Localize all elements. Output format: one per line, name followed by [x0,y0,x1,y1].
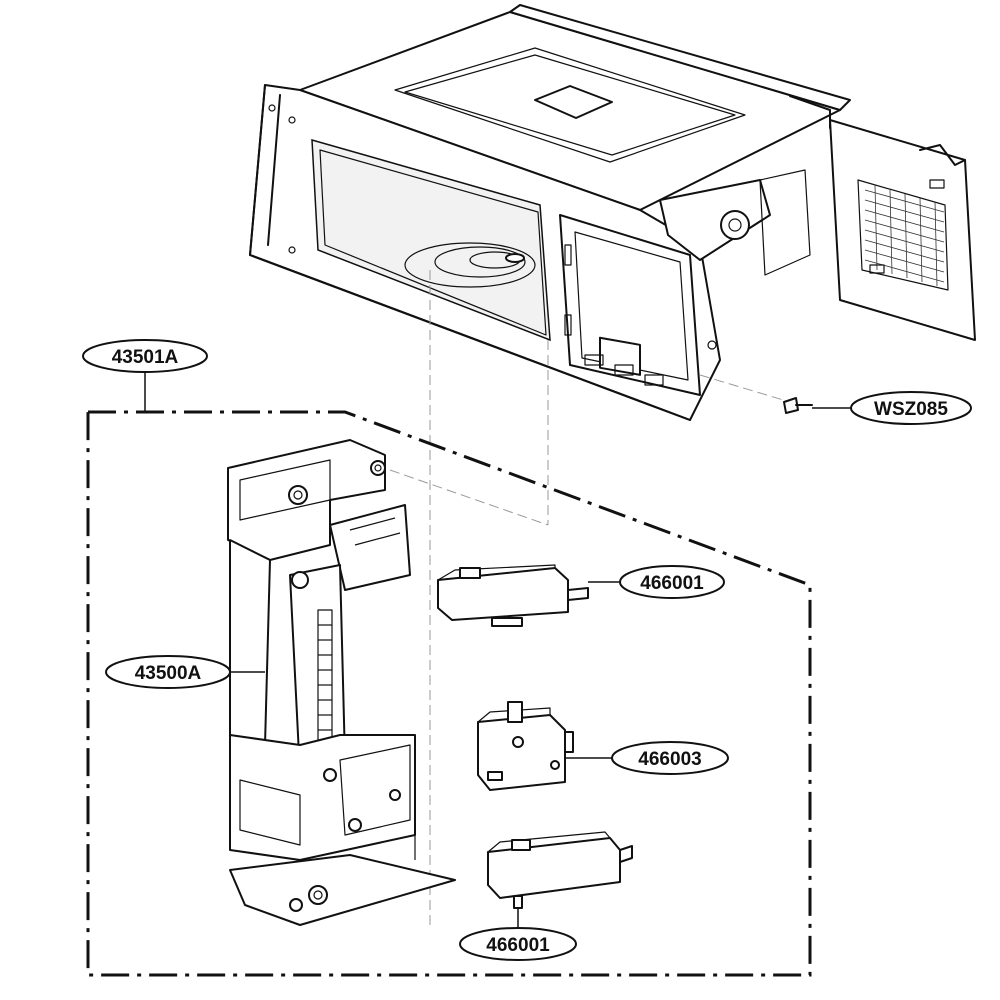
guide-lines [389,270,791,930]
motor-bracket [659,169,811,276]
callout-43501A: 43501A [82,339,208,373]
callout-466001-lower: 466001 [459,927,577,961]
callout-label: 466003 [638,749,701,770]
callout-43500A: 43500A [105,655,231,689]
latch-board [227,439,456,926]
callout-label: 43500A [135,663,202,684]
callout-label: 466001 [486,935,550,956]
leader-lines [144,370,852,930]
callout-466003: 466003 [611,741,729,775]
callout-label: 466001 [640,573,704,594]
callout-WSZ085: WSZ085 [850,391,972,425]
switch-upper [437,564,589,627]
screw [783,397,813,414]
latch-assembly-boundary [86,410,812,977]
vent-grid [864,184,945,287]
latch-window [559,214,701,396]
switch-middle [477,701,574,791]
turntable [404,242,536,288]
side-panel [829,119,976,341]
switch-lower [487,831,633,909]
microwave-cavity [249,4,976,421]
callout-label: WSZ085 [874,399,948,420]
callout-label: 43501A [112,347,179,368]
callout-466001-upper: 466001 [619,565,725,599]
